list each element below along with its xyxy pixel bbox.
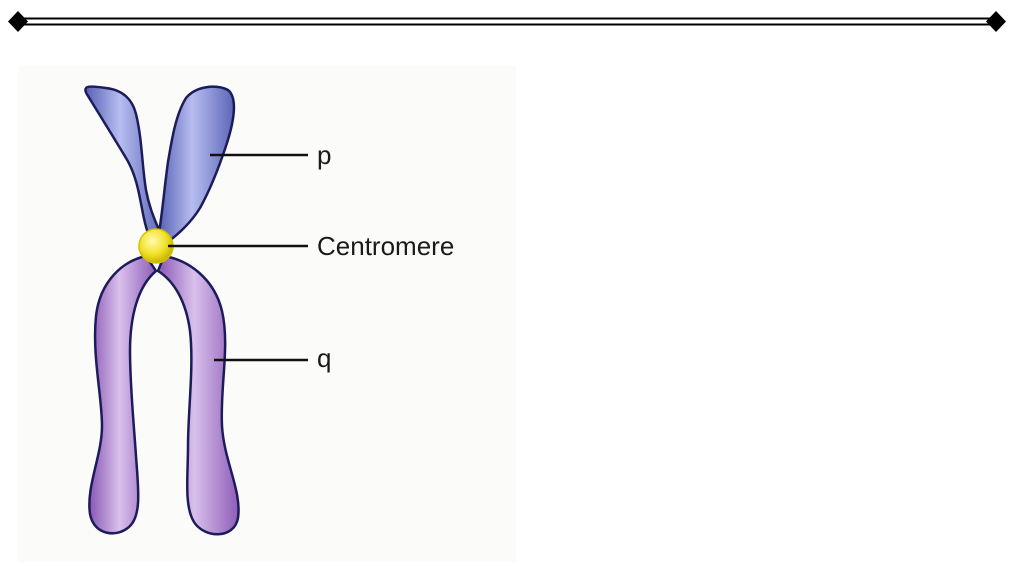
label-p: p bbox=[317, 142, 331, 168]
p-arm-left bbox=[85, 86, 162, 238]
q-arm-right bbox=[158, 256, 239, 534]
q-arm-left bbox=[89, 256, 156, 533]
chromosome-drawing bbox=[18, 66, 516, 562]
label-centromere: Centromere bbox=[317, 233, 454, 259]
top-divider bbox=[0, 0, 1013, 44]
diamond-right-icon bbox=[986, 11, 1006, 32]
p-arm-right bbox=[158, 87, 234, 242]
chromosome-figure: p Centromere q bbox=[18, 66, 516, 562]
diamond-left-icon bbox=[8, 11, 28, 32]
centromere-icon bbox=[139, 229, 173, 263]
label-q: q bbox=[317, 345, 331, 371]
